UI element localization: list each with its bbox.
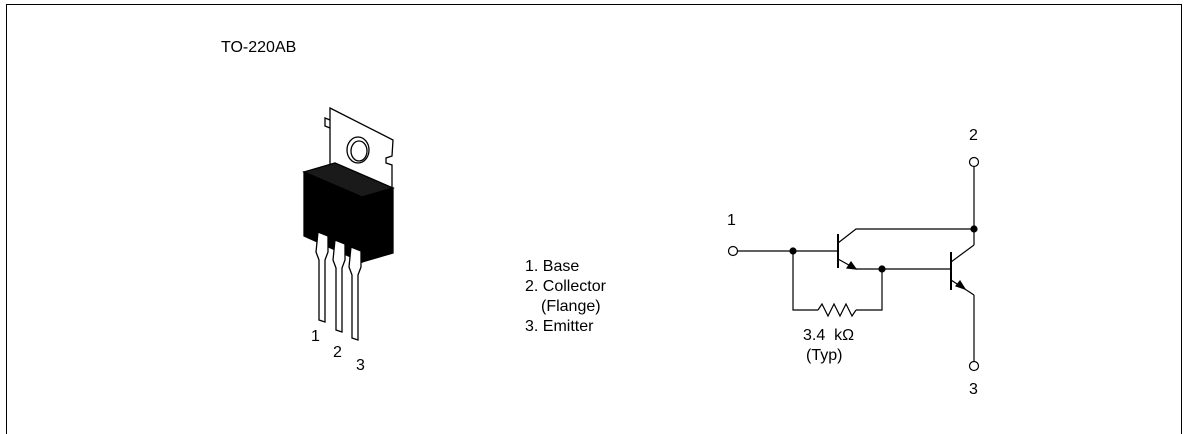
pin3-terminal xyxy=(968,360,980,372)
q2-collector xyxy=(950,244,975,263)
pin1-terminal xyxy=(727,245,739,257)
schematic-pin2-label: 2 xyxy=(969,127,978,144)
package-body-top xyxy=(302,162,395,198)
schematic-pin3-label: 3 xyxy=(969,381,978,398)
lead-label-1: 1 xyxy=(311,328,320,345)
junction-collector xyxy=(970,225,978,233)
to220-package-illustration xyxy=(302,106,395,341)
schematic-pin1-label: 1 xyxy=(727,212,736,229)
pin-list-item: 2. Collector xyxy=(525,278,606,295)
resistor xyxy=(817,302,857,318)
package-title: TO-220AB xyxy=(221,39,297,56)
lead-label-3: 3 xyxy=(356,357,365,374)
lead-1 xyxy=(315,231,329,323)
pin-function-list: 1. Base 2. Collector (Flange) 3. Emitter xyxy=(525,257,606,337)
resistor-note-label: (Typ) xyxy=(806,347,843,364)
package-body-side xyxy=(361,187,394,263)
q1-emitter-arrow xyxy=(845,260,858,270)
package-tab-notch xyxy=(324,117,331,129)
lead-label-2: 2 xyxy=(333,344,342,361)
darlington-schematic xyxy=(727,156,980,372)
lead-2 xyxy=(332,239,346,333)
pin-list-item: 3. Emitter xyxy=(525,318,594,335)
resistor-wire xyxy=(792,251,818,311)
q2-emitter-arrow xyxy=(954,279,967,291)
package-leads xyxy=(315,231,362,341)
pin-list-item: 1. Base xyxy=(525,258,580,275)
q1-collector xyxy=(837,228,974,244)
pin2-terminal xyxy=(968,156,980,168)
figure-frame xyxy=(6,4,1182,434)
pin-list-item: (Flange) xyxy=(541,298,601,315)
resistor-value-label: 3.4 kΩ xyxy=(803,327,855,344)
lead-3 xyxy=(348,246,362,341)
